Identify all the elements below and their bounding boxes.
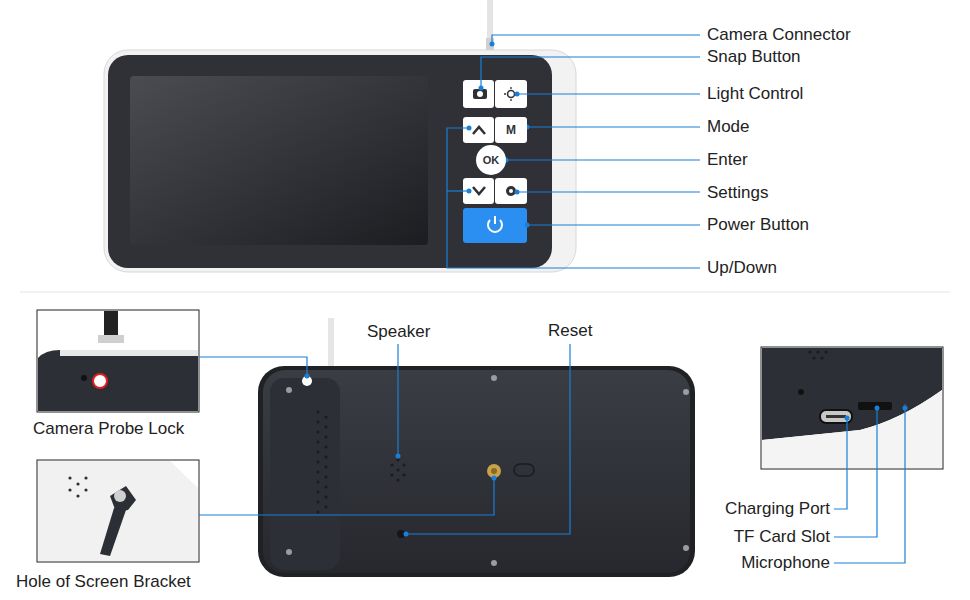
part-label: Charging Port <box>725 499 830 519</box>
mode-button: M <box>495 117 527 143</box>
part-label: Up/Down <box>707 258 777 278</box>
part-label: Camera Connector <box>707 25 851 45</box>
part-label: Microphone <box>741 553 830 573</box>
part-label: Power Button <box>707 215 809 235</box>
part-label: Speaker <box>367 322 430 342</box>
part-label: Snap Button <box>707 47 801 67</box>
part-label: Light Control <box>707 84 803 104</box>
button-text: M <box>506 123 516 137</box>
part-label: TF Card Slot <box>734 527 830 547</box>
part-label: Reset <box>548 321 592 341</box>
button-text: OK <box>483 154 500 166</box>
part-label: Camera Probe Lock <box>33 419 184 439</box>
part-label: Settings <box>707 183 768 203</box>
part-label: Hole of Screen Bracket <box>16 572 191 592</box>
part-label: Enter <box>707 150 748 170</box>
part-label: Mode <box>707 117 750 137</box>
ok-button: OK <box>476 145 506 175</box>
